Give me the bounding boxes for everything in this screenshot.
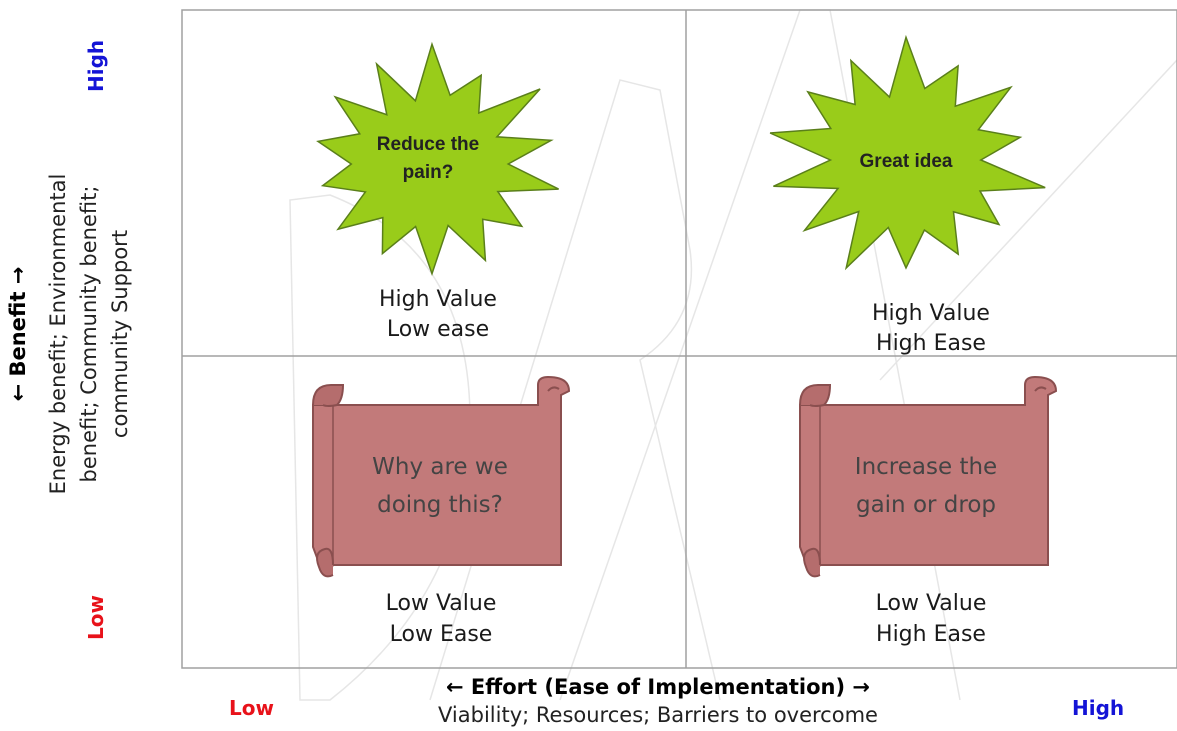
badge-line-1: Reduce the: [377, 134, 479, 155]
badge-line-1: Great idea: [860, 151, 953, 172]
badge-line-2: gain or drop: [856, 492, 996, 518]
x-axis-title: ← Effort (Ease of Implementation) →: [446, 675, 870, 699]
starburst-reduce-pain: [316, 41, 559, 277]
quadrant-label-line-1: Low Value: [386, 591, 497, 616]
badge-line-1: Why are we: [372, 454, 508, 480]
y-axis-subtitle-line-3: community Support: [108, 230, 132, 438]
scroll-why-doing-this: [312, 375, 571, 578]
quadrant-label-line-1: High Value: [872, 301, 990, 326]
y-axis-low-label: Low: [84, 595, 108, 640]
badge-line-2: doing this?: [377, 492, 503, 518]
quadrant-label-line-2: High Ease: [876, 331, 986, 356]
x-axis-subtitle: Viability; Resources; Barriers to overco…: [438, 703, 878, 727]
quadrant-label-line-1: High Value: [379, 287, 497, 312]
y-axis-title: ← Benefit →: [6, 267, 30, 402]
quadrant-label-line-2: Low Ease: [390, 622, 493, 647]
quadrant-label-line-1: Low Value: [876, 591, 987, 616]
scroll-increase-gain: [799, 375, 1058, 578]
starburst-great-idea: [769, 34, 1046, 271]
x-axis-low-label: Low: [229, 696, 274, 720]
y-axis-subtitle-line-1: Energy benefit; Environmental: [46, 174, 70, 495]
x-axis-high-label: High: [1072, 696, 1124, 720]
badge-line-2: pain?: [403, 162, 454, 183]
y-axis-high-label: High: [84, 40, 108, 92]
y-axis-subtitle-line-2: benefit; Community benefit;: [77, 186, 101, 483]
quadrant-label-line-2: High Ease: [876, 622, 986, 647]
quadrant-grid: [181, 9, 1177, 669]
quadrant-label-line-2: Low ease: [387, 317, 489, 342]
badge-line-1: Increase the: [855, 454, 997, 480]
